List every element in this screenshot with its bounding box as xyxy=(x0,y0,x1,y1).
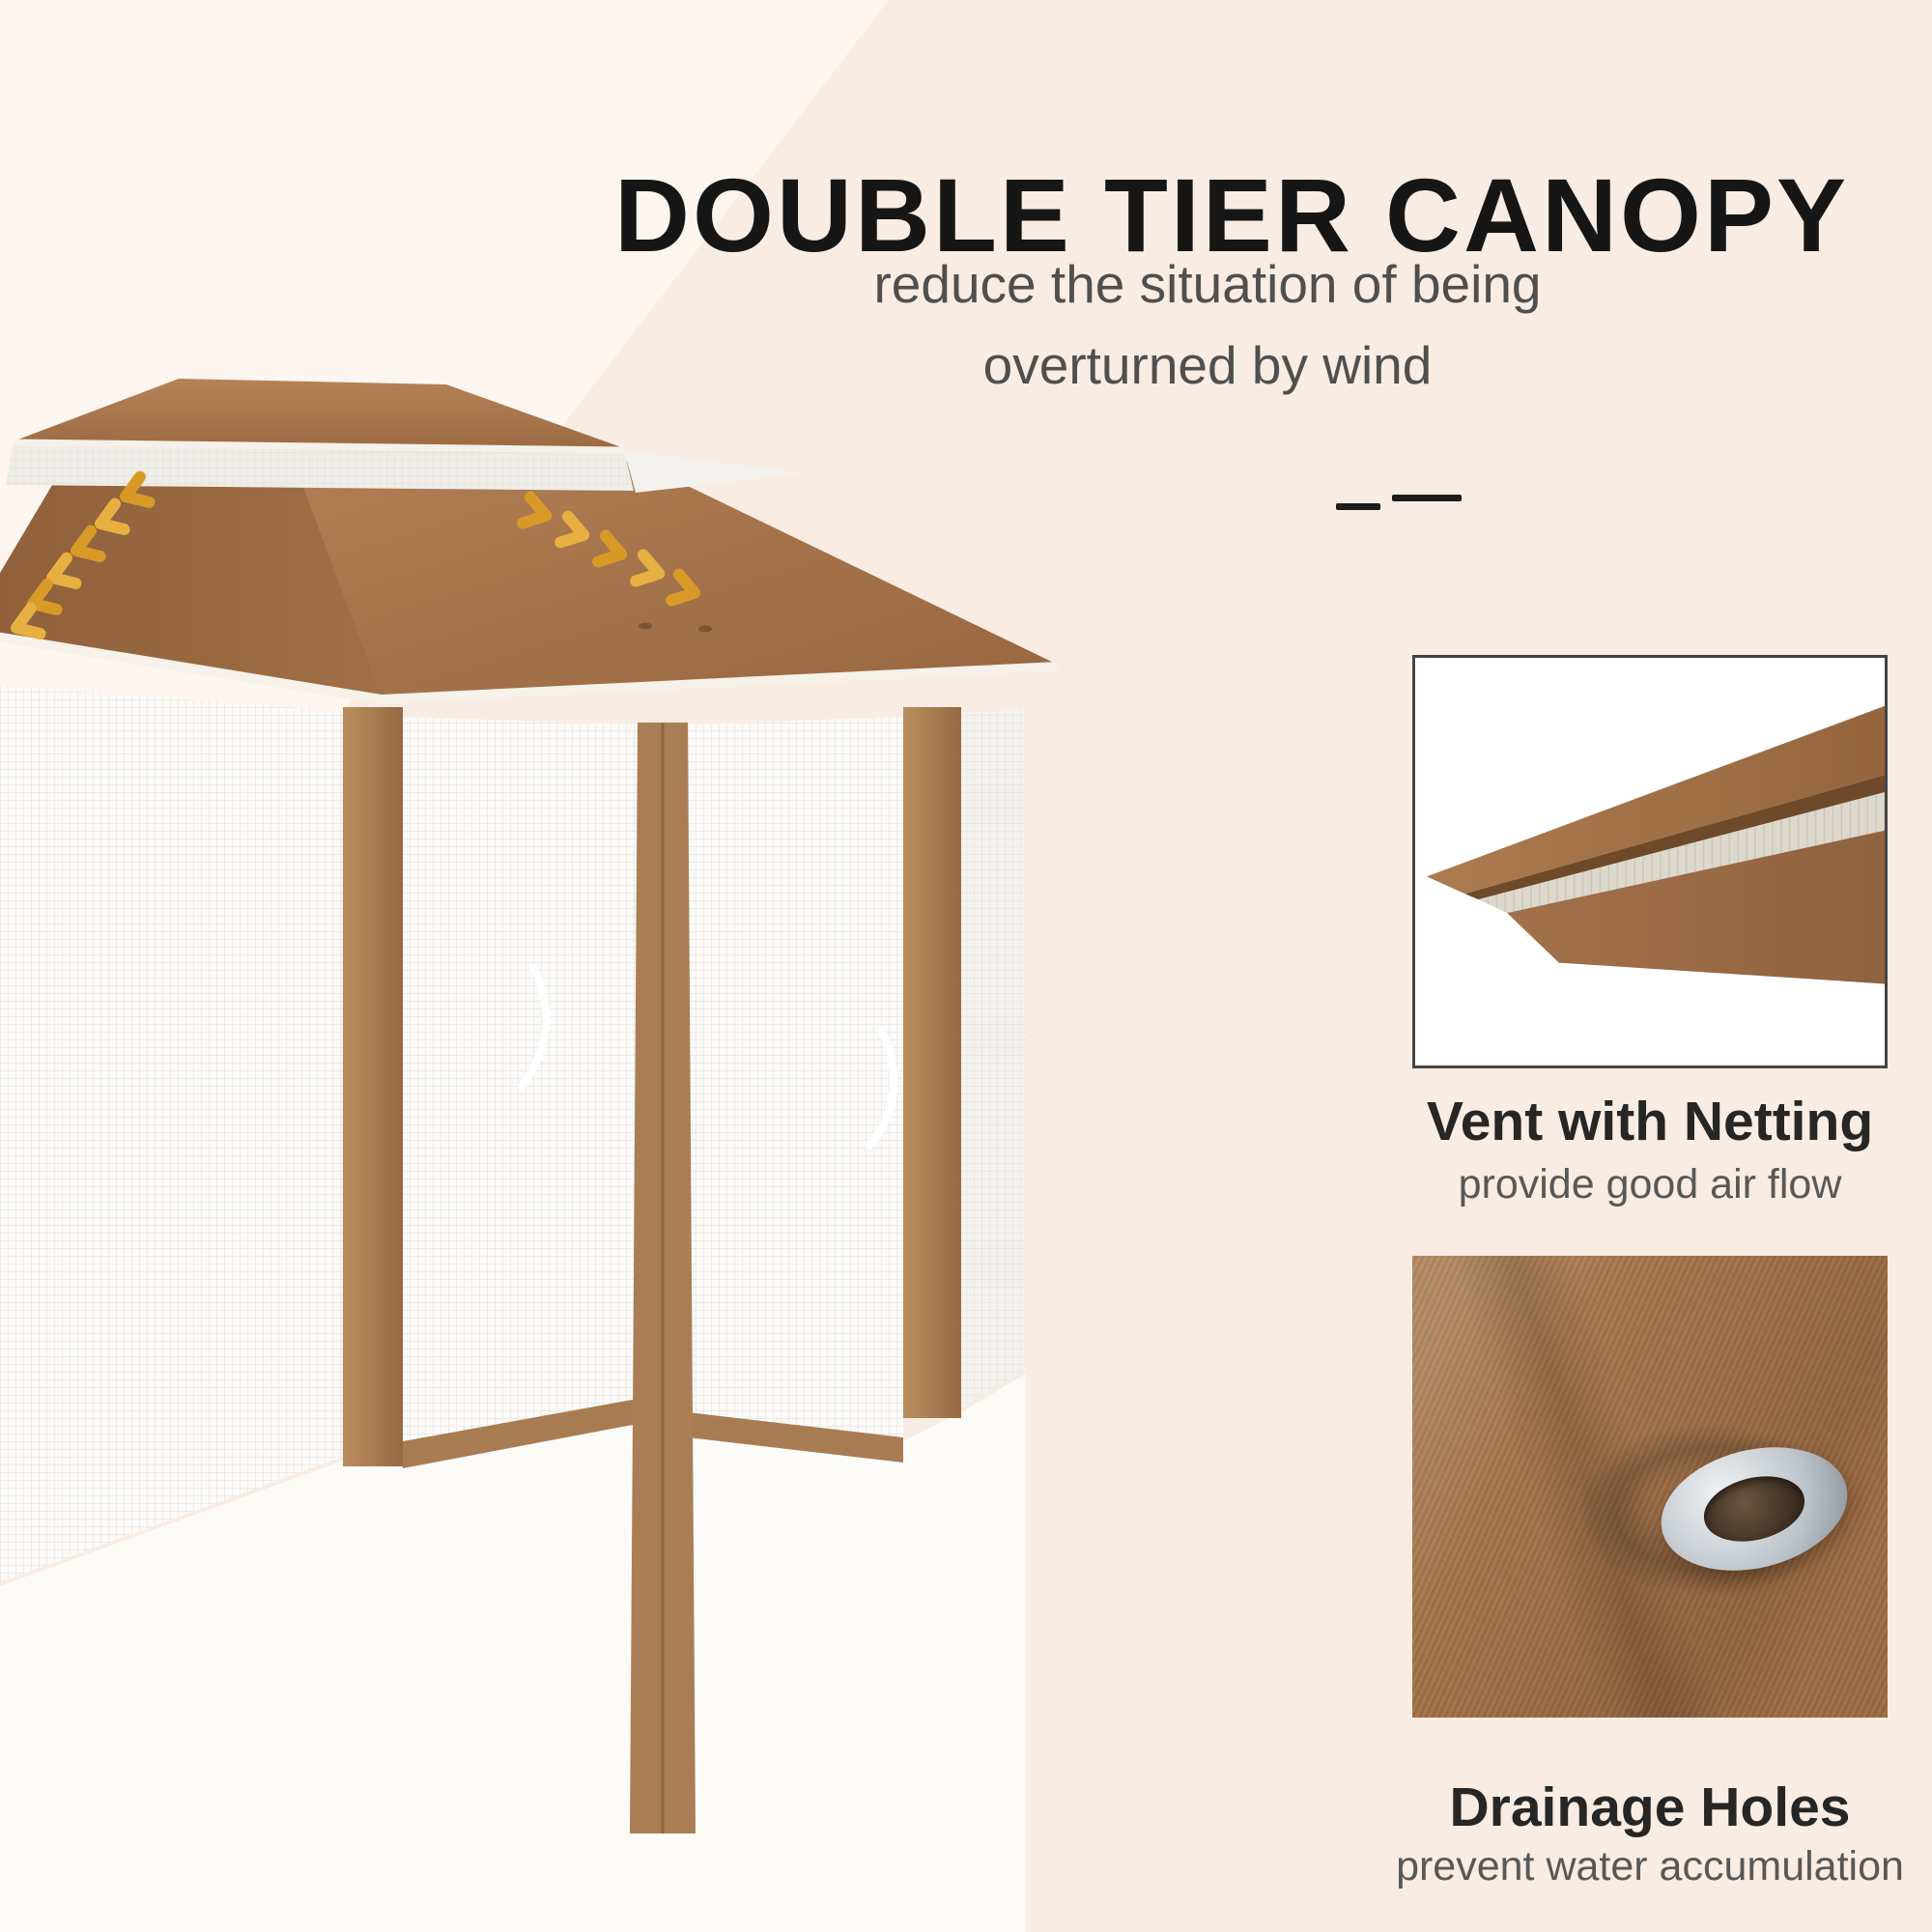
vent-detail-image xyxy=(1415,658,1885,1065)
post-front-left xyxy=(343,707,403,1466)
subtitle: reduce the situation of being overturned… xyxy=(869,243,1546,406)
feature-desc-vent: provide good air flow xyxy=(1458,1161,1842,1208)
feature-desc-drainage: prevent water accumulation xyxy=(1396,1843,1904,1889)
feature-title-vent: Vent with Netting xyxy=(1426,1091,1874,1152)
mesh-wall-left xyxy=(0,686,343,1582)
gazebo-illustration xyxy=(0,379,1059,1932)
airflow-chevrons-right-icon xyxy=(517,491,701,607)
grommet-icon xyxy=(1647,1428,1861,1589)
zipper-curve-right xyxy=(866,1026,898,1150)
mesh-wall-front-right xyxy=(688,717,903,1437)
page-title: DOUBLE TIER CANOPY xyxy=(613,156,1850,274)
drainage-detail-image xyxy=(1412,1256,1888,1718)
feature-title-drainage: Drainage Holes xyxy=(1449,1776,1851,1838)
dash-accent-left xyxy=(1336,503,1380,510)
mesh-hem-right xyxy=(688,1412,903,1463)
post-right xyxy=(903,707,961,1418)
drainage-detail-card xyxy=(1412,1256,1888,1718)
vent-detail-card xyxy=(1412,655,1888,1068)
subtitle-line-1: reduce the situation of being xyxy=(873,254,1542,314)
airflow-chevrons-left-icon xyxy=(11,470,156,639)
subtitle-line-2: overturned by wind xyxy=(982,335,1433,395)
vent-lower-canopy xyxy=(1507,830,1885,984)
dash-accent-right xyxy=(1392,495,1462,501)
curtain-door-seam xyxy=(630,723,696,1833)
vent-upper-canopy xyxy=(1426,705,1885,895)
mesh-wall-right xyxy=(961,707,1026,1408)
zipper-curve-left xyxy=(518,964,551,1090)
top-tier-roof xyxy=(14,379,625,454)
vent-canopy-shadow xyxy=(1464,775,1885,900)
vent-netting-band xyxy=(6,442,807,493)
grommet-hole xyxy=(1696,1466,1811,1551)
vent-netting-strip xyxy=(1478,792,1885,914)
gazebo-floor xyxy=(0,1374,1026,1932)
mesh-wall-front-left xyxy=(403,717,638,1441)
mesh-hem-left xyxy=(403,1399,638,1468)
